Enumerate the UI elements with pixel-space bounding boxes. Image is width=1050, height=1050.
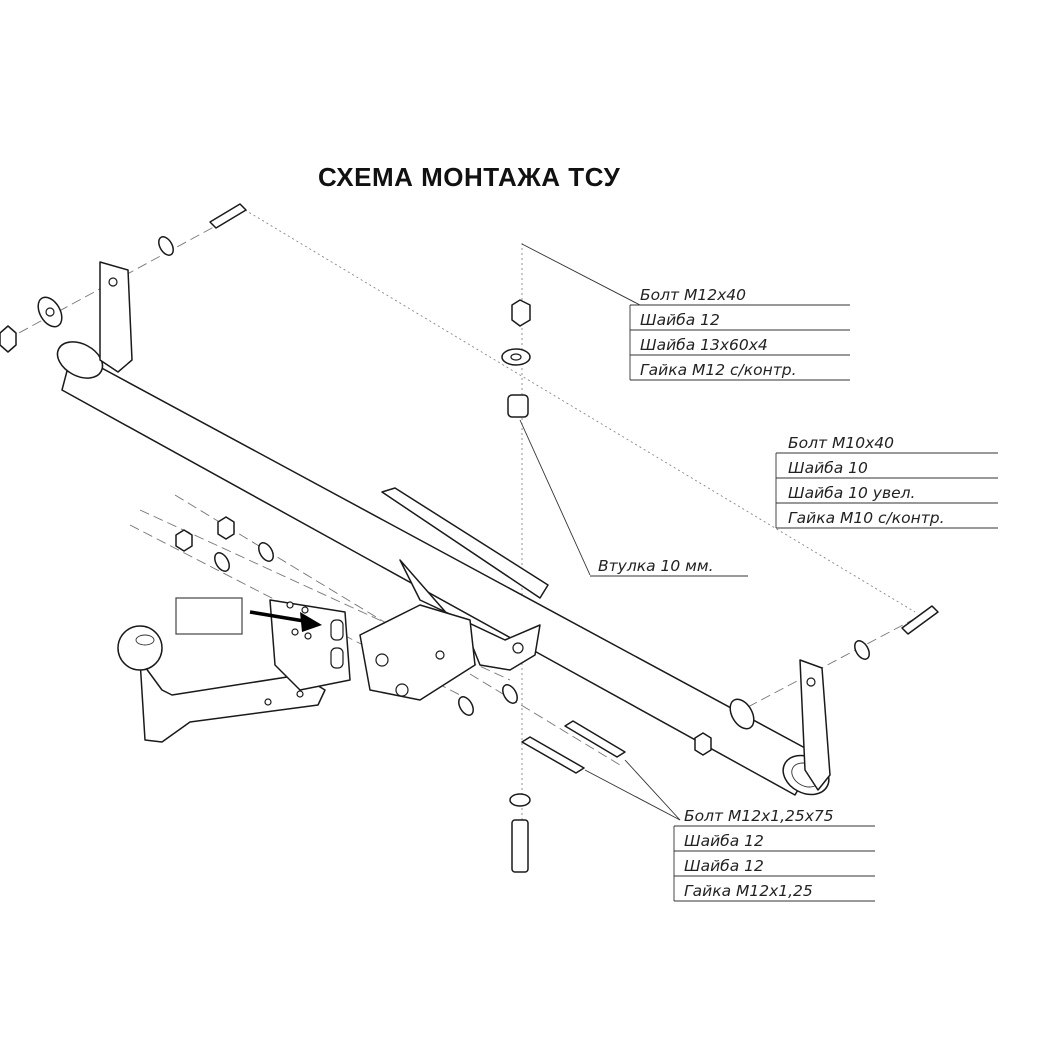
callout-3-line-2: Шайба 12 [684,832,764,850]
callout-group-3: Болт М12х1,25х75 Шайба 12 Шайба 12 Гайка… [673,807,875,902]
callout-group-2: Болт М10х40 Шайба 10 Шайба 10 увел. Гайк… [775,434,998,529]
coupling-bracket [359,604,476,701]
callout-1-line-1: Болт М12х40 [640,286,746,304]
callout-2-line-1: Болт М10х40 [788,434,894,452]
label-box [175,597,243,635]
callout-2-line-3: Шайба 10 увел. [788,484,915,502]
diagram-title: СХЕМА МОНТАЖА ТСУ [318,162,621,192]
fasteners [0,203,939,873]
left-mounting-bracket [99,261,133,373]
right-mounting-bracket [799,659,831,791]
callout-group-1: Болт М12х40 Шайба 12 Шайба 13х60х4 Гайка… [629,286,850,381]
callout-1-line-2: Шайба 12 [640,311,720,329]
callout-1-line-4: Гайка М12 с/контр. [640,361,797,379]
callout-bushing: Втулка 10 мм. [590,557,748,577]
crossbar-tube [56,341,830,796]
callout-3-line-3: Шайба 12 [684,857,764,875]
callout-3-line-4: Гайка М12х1,25 [684,882,813,900]
arrow-right-icon [249,610,322,632]
callout-1-line-3: Шайба 13х60х4 [640,336,768,354]
callout-2-line-2: Шайба 10 [788,459,868,477]
callout-3-line-1: Болт М12х1,25х75 [684,807,834,825]
callout-bushing-text: Втулка 10 мм. [598,557,714,575]
callout-2-line-4: Гайка М10 с/контр. [788,509,945,527]
tow-ball-assembly [117,599,351,743]
leader-lines [519,243,681,821]
